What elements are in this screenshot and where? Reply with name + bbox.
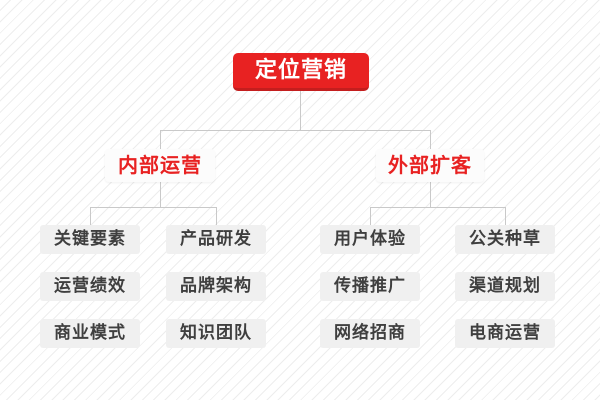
connector-right-col1-drop [370, 207, 371, 225]
leaf-node: 用户体验 [320, 225, 420, 254]
branch-node-internal-operations: 内部运营 [105, 149, 215, 182]
leaf-node: 商业模式 [40, 319, 140, 348]
connector-left-col1-drop [90, 207, 91, 225]
leaf-node: 电商运营 [455, 319, 555, 348]
connector-right-hline [370, 207, 506, 208]
connector-left-col2-drop [216, 207, 217, 225]
branch-node-external-acquisition: 外部扩客 [376, 149, 484, 182]
leaf-node: 网络招商 [320, 319, 420, 348]
leaf-node: 知识团队 [166, 319, 266, 348]
root-node: 定位营销 [233, 53, 369, 91]
connector-right-col2-drop [505, 207, 506, 225]
leaf-node: 传播推广 [320, 272, 420, 301]
connector-left-hline [90, 207, 217, 208]
leaf-node: 关键要素 [40, 225, 140, 254]
leaf-node: 渠道规划 [455, 272, 555, 301]
connector-drop-left-branch [160, 130, 161, 149]
connector-left-stub [160, 182, 161, 207]
connector-root-stub [300, 91, 301, 130]
connector-top-hline [160, 130, 431, 131]
connector-drop-right-branch [430, 130, 431, 149]
leaf-node: 公关种草 [455, 225, 555, 254]
connector-right-stub [430, 182, 431, 207]
leaf-node: 运营绩效 [40, 272, 140, 301]
leaf-node: 产品研发 [166, 225, 266, 254]
leaf-node: 品牌架构 [166, 272, 266, 301]
